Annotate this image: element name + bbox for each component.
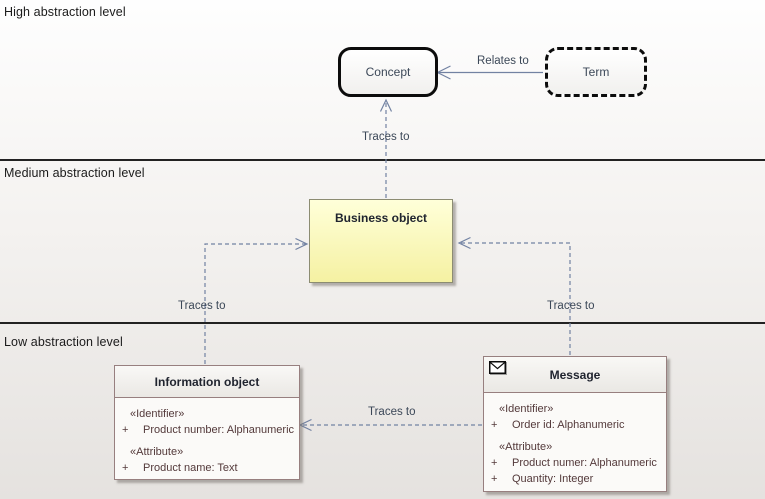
concept-label: Concept — [365, 65, 411, 79]
attribute-row: + Quantity: Integer — [484, 472, 666, 487]
concept-node[interactable]: Concept — [338, 47, 438, 97]
stereotype-attribute: «Attribute» — [499, 441, 553, 453]
traces-msg-info-arrowhead — [298, 418, 312, 432]
envelope-icon — [489, 361, 506, 374]
visibility-marker: + — [122, 462, 129, 474]
business-object-title: Business object — [334, 211, 428, 225]
business-object-node[interactable]: Business object — [309, 199, 453, 283]
message-node[interactable]: Message «Identifier» + Order id: Alphanu… — [483, 356, 667, 492]
attribute-text: Order id: Alphanumeric — [512, 419, 625, 431]
term-node[interactable]: Term — [545, 47, 647, 97]
stereotype-identifier: «Identifier» — [499, 403, 554, 415]
term-label: Term — [582, 65, 610, 79]
visibility-marker: + — [491, 473, 498, 485]
attribute-text: Product number: Alphanumeric — [143, 424, 295, 436]
information-object-header: Information object — [115, 366, 299, 398]
attribute-text: Product numer: Alphanumeric — [512, 457, 657, 469]
level-label-low: Low abstraction level — [4, 335, 123, 349]
relates-to-label: Relates to — [477, 55, 529, 67]
level-separator-medium-low — [0, 322, 765, 324]
traces-to-label-msg-bo: Traces to — [547, 300, 595, 312]
information-object-title: Information object — [154, 374, 260, 389]
stereotype-identifier: «Identifier» — [130, 408, 185, 420]
relates-to-arrowhead — [436, 65, 451, 80]
attribute-row: + Product number: Alphanumeric — [115, 423, 299, 438]
level-label-high: High abstraction level — [4, 5, 126, 19]
attribute-text: Quantity: Integer — [512, 473, 594, 485]
traces-msg-bo-arrowhead — [457, 236, 471, 250]
visibility-marker: + — [491, 457, 498, 469]
attribute-row: + Order id: Alphanumeric — [484, 418, 666, 433]
message-body: «Identifier» + Order id: Alphanumeric «A… — [484, 402, 666, 487]
message-header: Message — [484, 357, 666, 393]
traces-bo-concept-arrowhead — [379, 98, 393, 112]
level-label-medium: Medium abstraction level — [4, 166, 145, 180]
visibility-marker: + — [491, 419, 498, 431]
visibility-marker: + — [122, 424, 129, 436]
attribute-text: Product name: Text — [143, 462, 238, 474]
attribute-row: + Product name: Text — [115, 461, 299, 476]
message-title: Message — [549, 367, 601, 382]
information-object-node[interactable]: Information object «Identifier» + Produc… — [114, 365, 300, 480]
traces-to-label-concept: Traces to — [362, 131, 410, 143]
information-object-body: «Identifier» + Product number: Alphanume… — [115, 407, 299, 476]
level-separator-high-medium — [0, 159, 765, 161]
traces-msg-bo-connector[interactable] — [460, 242, 571, 355]
attribute-row: + Product numer: Alphanumeric — [484, 456, 666, 471]
traces-to-label-msg-info: Traces to — [368, 406, 416, 418]
traces-info-bo-arrowhead — [295, 237, 309, 251]
stereotype-attribute: «Attribute» — [130, 446, 184, 458]
traces-to-label-info-bo: Traces to — [178, 300, 226, 312]
